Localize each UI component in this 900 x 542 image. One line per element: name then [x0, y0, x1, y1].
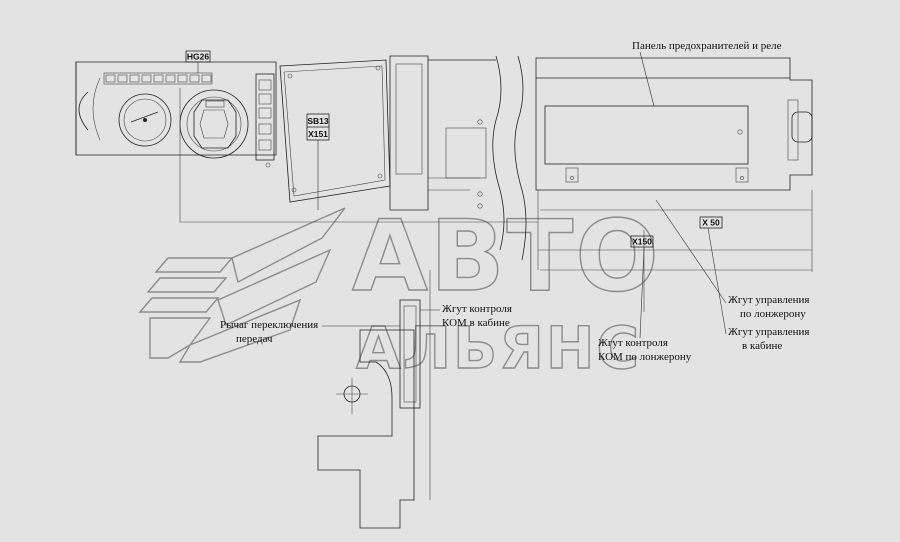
callout-control-frame-line-1: Жгут управления — [728, 294, 809, 306]
watermark-line-2: АЛЬЯНС — [356, 314, 641, 382]
callout-shift-lever-line-2: передач — [236, 333, 273, 345]
gear-lever-area — [317, 270, 431, 529]
callout-pto-cab-line-1: Жгут контроля — [442, 303, 512, 315]
connector-tag-hg26: HG26 — [187, 52, 209, 62]
central-duct — [389, 55, 527, 261]
callout-control-cab-line-1: Жгут управления — [728, 326, 809, 338]
watermark-logo-chevrons — [138, 207, 346, 363]
instrument-panel: HG26 — [75, 50, 277, 168]
tachometer-gauge — [179, 89, 249, 159]
callout-pto-frame-line-1: Жгут контроля — [598, 337, 668, 349]
fuse-relay-panel: Панель предохранителей и реле — [535, 40, 813, 191]
connector-tag-x151: X151 — [308, 129, 328, 139]
indicator-strip — [103, 72, 213, 85]
connector-tag-sb13: SB13 — [307, 116, 329, 126]
connector-tags-right: X150 X 50 — [630, 216, 723, 248]
speedometer-gauge — [118, 93, 172, 147]
callout-pto-cab-line-2: КОМ в кабине — [442, 317, 510, 329]
callout-shift-lever-line-1: Рычаг переключения — [220, 319, 318, 331]
switch-column — [255, 73, 275, 168]
watermark-line-1: АВТО — [352, 200, 661, 314]
watermark: АВТО АЛЬЯНС — [138, 199, 661, 383]
callout-control-cab-line-2: в кабине — [742, 340, 782, 352]
center-console-panel: SB13 X151 — [279, 59, 391, 210]
callout-fuse-panel: Панель предохранителей и реле — [632, 40, 782, 52]
connector-tag-x150: X150 — [632, 237, 652, 247]
frame-lines — [179, 88, 813, 312]
connector-tag-x50: X 50 — [702, 218, 720, 228]
callout-control-frame-line-2: по лонжерону — [740, 308, 806, 320]
callouts: Рычаг переключения передач Жгут контроля… — [220, 199, 809, 363]
callout-pto-frame-line-2: КОМ по лонжерону — [598, 351, 692, 363]
